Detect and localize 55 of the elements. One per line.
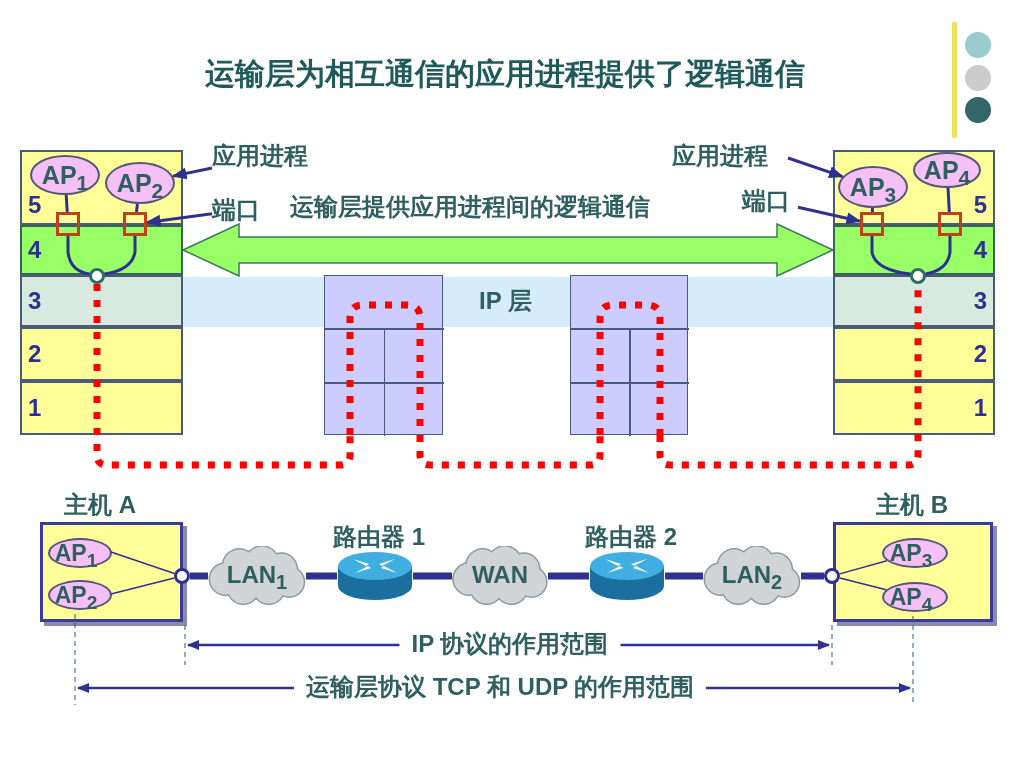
- host-label: 主机 A: [64, 490, 136, 520]
- callout-label: 应用进程: [212, 141, 328, 171]
- layer-number: 2: [973, 339, 987, 369]
- layer-number: 3: [973, 286, 987, 316]
- network-cloud: WAN: [452, 546, 548, 606]
- title: 运输层为相互通信的应用进程提供了逻辑通信: [204, 56, 806, 92]
- port-square: [123, 212, 147, 236]
- layer-number: 4: [28, 235, 42, 265]
- connector-line: [134, 203, 139, 213]
- network-cloud: LAN$_{1}$: [208, 546, 306, 606]
- link-line: [801, 572, 824, 580]
- leader-line: [145, 212, 213, 227]
- layer-number: 1: [28, 393, 42, 423]
- port-square: [56, 212, 80, 236]
- connector-line: [104, 236, 137, 276]
- leader-line: [787, 156, 844, 179]
- router-layer-stack: [324, 275, 443, 435]
- router-layer-stack: [570, 275, 688, 435]
- junction-circle: [824, 568, 840, 584]
- link-line: [190, 572, 208, 580]
- leader-line: [171, 166, 213, 180]
- layer-number: 1: [973, 393, 987, 423]
- double-arrow: [181, 222, 835, 278]
- layer-number: 5: [973, 190, 987, 220]
- link-line: [306, 572, 337, 580]
- connector-line: [66, 236, 90, 276]
- layer-number: 3: [28, 286, 42, 316]
- connector-line: [838, 560, 888, 575]
- connector-line: [110, 577, 175, 595]
- connector-line: [64, 194, 69, 213]
- dotted-path: [93, 284, 354, 469]
- connector-line: [839, 577, 887, 591]
- connector-line: [110, 551, 176, 575]
- router-label: 路由器 1: [333, 522, 425, 552]
- link-line: [548, 572, 589, 580]
- layer-number: 4: [973, 235, 987, 265]
- callout-label: 应用进程: [672, 141, 788, 171]
- band-label: IP 层: [479, 286, 532, 316]
- router-label: 路由器 2: [585, 522, 677, 552]
- port-square: [860, 212, 884, 236]
- link-line: [665, 572, 703, 580]
- leader-line: [797, 205, 862, 225]
- connector-line: [870, 236, 911, 276]
- network-cloud: LAN$_{2}$: [703, 546, 801, 606]
- connector-line: [946, 187, 951, 213]
- link-line: [413, 572, 452, 580]
- junction-circle: [174, 568, 190, 584]
- layer-number: 2: [28, 339, 42, 369]
- port-square: [938, 212, 962, 236]
- connector-line: [870, 207, 874, 213]
- host-label: 主机 B: [876, 490, 948, 520]
- dotted-path: [416, 435, 604, 469]
- connector-line: [925, 236, 952, 276]
- callout-label: 端口: [212, 195, 268, 225]
- callout-label: 端口: [742, 186, 798, 216]
